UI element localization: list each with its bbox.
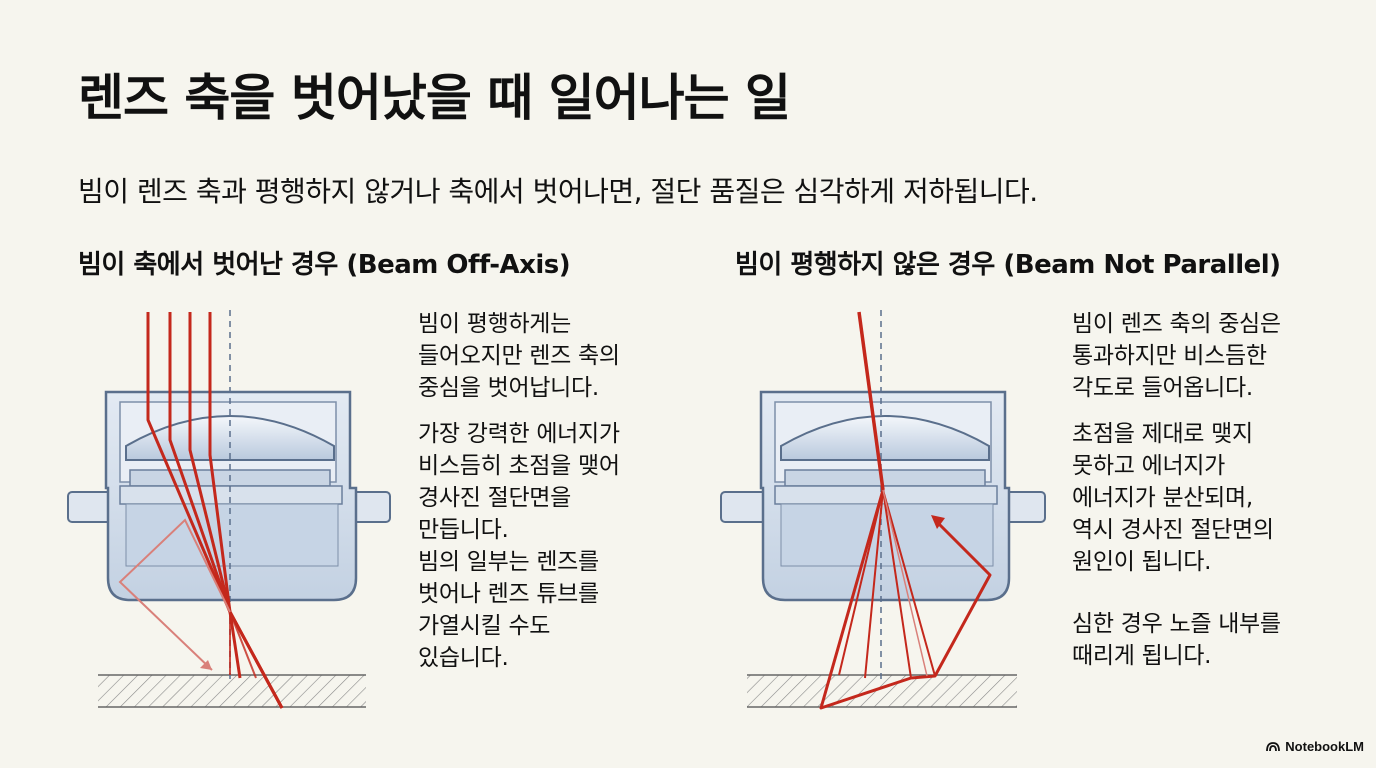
right-panel-description: 빔이 렌즈 축의 중심은 통과하지만 비스듬한 각도로 들어옵니다. 초점을 제… (1072, 308, 1362, 672)
desc-line: 중심을 벗어납니다. (418, 375, 599, 401)
laser-beams (146, 312, 284, 709)
desc-line: 비스듬히 초점을 맺어 (418, 453, 620, 479)
desc-line: 때리게 됩니다. (1072, 643, 1212, 669)
desc-line: 가장 강력한 에너지가 (418, 421, 620, 447)
desc-line: 빔이 평행하게는 (418, 311, 572, 337)
desc-line: 벗어나 렌즈 튜브를 (418, 581, 599, 607)
workpiece (747, 675, 1017, 707)
notebooklm-watermark: NotebookLM (1266, 739, 1364, 754)
off-axis-lens-diagram (67, 310, 391, 709)
desc-line: 각도로 들어옵니다. (1072, 375, 1253, 401)
desc-line: 역시 경사진 절단면의 (1072, 517, 1274, 543)
focusing-lens (780, 415, 990, 461)
laser-beams (819, 311, 992, 710)
desc-line: 빔의 일부는 렌즈를 (418, 549, 599, 575)
left-panel-description: 빔이 평행하게는 들어오지만 렌즈 축의 중심을 벗어납니다. 가장 강력한 에… (418, 308, 718, 674)
right-panel-title: 빔이 평행하지 않은 경우 (Beam Not Parallel) (735, 250, 1281, 280)
desc-line: 들어오지만 렌즈 축의 (418, 343, 620, 369)
desc-line: 빔이 렌즈 축의 중심은 (1072, 311, 1281, 337)
desc-line: 원인이 됩니다. (1072, 549, 1212, 575)
desc-line: 못하고 에너지가 (1072, 453, 1226, 479)
desc-line: 초점을 제대로 맺지 (1072, 421, 1253, 447)
desc-line: 만듭니다. (418, 517, 509, 543)
desc-line: 가열시킬 수도 (418, 613, 551, 639)
focusing-lens (125, 415, 335, 461)
desc-line: 에너지가 분산되며, (1072, 485, 1253, 511)
reflection-arrowhead (931, 515, 945, 529)
stray-ray (118, 518, 231, 671)
page-subtitle: 빔이 렌즈 축과 평행하지 않거나 축에서 벗어나면, 절단 품질은 심각하게 … (78, 175, 1038, 208)
desc-line: 심한 경우 노즐 내부를 (1072, 611, 1281, 637)
desc-line: 있습니다. (418, 645, 509, 671)
desc-line: 경사진 절단면을 (418, 485, 572, 511)
left-panel-title: 빔이 축에서 벗어난 경우 (Beam Off-Axis) (78, 250, 571, 280)
desc-line: 통과하지만 비스듬한 (1072, 343, 1267, 369)
brand-label: NotebookLM (1285, 739, 1364, 754)
notebooklm-logo-icon (1266, 741, 1281, 751)
page-title: 렌즈 축을 벗어났을 때 일어나는 일 (78, 69, 791, 127)
not-parallel-lens-diagram (720, 310, 1046, 710)
workpiece (98, 675, 366, 707)
